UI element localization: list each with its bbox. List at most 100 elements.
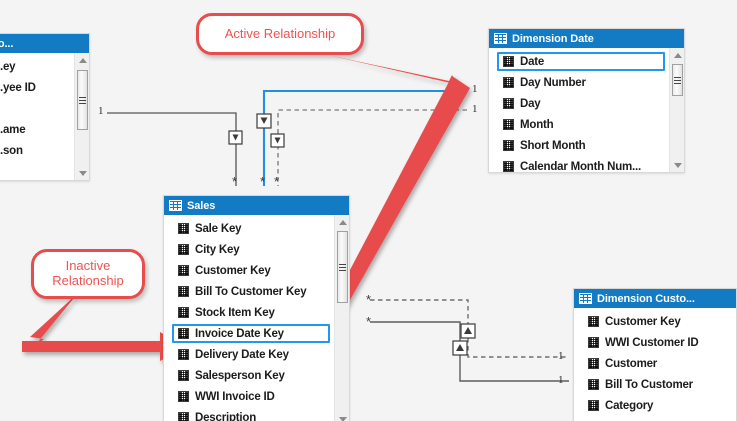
scroll-up-arrow-icon[interactable] bbox=[670, 48, 685, 62]
field-row[interactable]: Bill To Customer bbox=[574, 374, 736, 395]
cross-filter-arrow-icon bbox=[460, 323, 476, 339]
table-grid-icon bbox=[579, 293, 592, 304]
column-icon bbox=[178, 307, 189, 318]
table-card-dimension-customer[interactable]: Dimension Custo... Customer Key WWI Cust… bbox=[573, 288, 737, 421]
red-pointer-arrow-icon bbox=[328, 55, 462, 92]
field-row[interactable]: City Key bbox=[164, 239, 334, 260]
field-row[interactable]: Month bbox=[489, 114, 669, 135]
field-row[interactable]: ...ame bbox=[0, 119, 74, 140]
relationship-sales-date-active[interactable] bbox=[256, 89, 467, 186]
field-list: Customer Key WWI Customer ID Customer Bi… bbox=[574, 308, 736, 421]
table-body: ...ey ...yee ID ...ame ...son bbox=[0, 53, 89, 180]
scroll-up-arrow-icon[interactable] bbox=[75, 53, 90, 67]
cardinality-label-customer-active-one: 1 bbox=[558, 374, 564, 386]
field-label: Date bbox=[520, 55, 545, 68]
scroll-down-arrow-icon[interactable] bbox=[75, 166, 90, 180]
table-card-dimension-date[interactable]: Dimension Date Date Day Number Day M bbox=[488, 28, 685, 173]
table-header[interactable]: Dimension Custo... bbox=[574, 289, 736, 308]
field-label: ...ey bbox=[0, 60, 16, 73]
field-label: Calendar Month Num... bbox=[520, 160, 642, 173]
field-row[interactable]: Calendar Month Num... bbox=[489, 156, 669, 172]
table-card-sales[interactable]: Sales Sale Key City Key Customer Key bbox=[163, 195, 350, 421]
field-label: Short Month bbox=[520, 139, 586, 152]
field-row[interactable]: Day Number bbox=[489, 72, 669, 93]
field-row[interactable] bbox=[0, 98, 74, 119]
field-label: Stock Item Key bbox=[195, 306, 275, 319]
scroll-down-arrow-icon[interactable] bbox=[335, 412, 350, 421]
scrollbar-thumb[interactable] bbox=[77, 70, 88, 130]
table-body: Date Day Number Day Month Short Month bbox=[489, 48, 684, 172]
field-row[interactable]: WWI Invoice ID bbox=[164, 386, 334, 407]
field-label: Sale Key bbox=[195, 222, 242, 235]
scroll-down-arrow-icon[interactable] bbox=[670, 158, 685, 172]
field-row[interactable]: Customer Key bbox=[574, 311, 736, 332]
table-title: ...lo... bbox=[0, 37, 14, 50]
table-header[interactable]: Sales bbox=[164, 196, 349, 215]
column-icon bbox=[503, 56, 514, 67]
field-label: Description bbox=[195, 411, 257, 421]
table-card-dimension-employee[interactable]: ...lo... ...ey ...yee ID ...ame bbox=[0, 33, 90, 181]
vertical-scrollbar[interactable] bbox=[334, 215, 349, 421]
field-row[interactable]: Stock Item Key bbox=[164, 302, 334, 323]
cardinality-label-sales-customer-active-many: * bbox=[366, 314, 372, 329]
field-label: Day Number bbox=[520, 76, 586, 89]
relationship-employee-sales[interactable] bbox=[107, 112, 243, 186]
field-list: ...ey ...yee ID ...ame ...son bbox=[0, 53, 74, 180]
vertical-scrollbar[interactable] bbox=[74, 53, 89, 180]
cross-filter-arrow-icon bbox=[228, 130, 243, 145]
field-row[interactable]: Sale Key bbox=[164, 218, 334, 239]
column-icon bbox=[178, 286, 189, 297]
relationship-sales-date-inactive[interactable] bbox=[270, 109, 467, 186]
table-body: Sale Key City Key Customer Key Bill To C… bbox=[164, 215, 349, 421]
field-row-selected[interactable]: Date bbox=[489, 51, 669, 72]
callout-active-relationship[interactable]: Active Relationship bbox=[196, 13, 364, 55]
table-grid-icon bbox=[494, 33, 507, 44]
field-label: Delivery Date Key bbox=[195, 348, 289, 361]
field-label: WWI Invoice ID bbox=[195, 390, 275, 403]
relationship-sales-customer-inactive[interactable] bbox=[370, 299, 569, 358]
column-icon bbox=[178, 265, 189, 276]
field-row[interactable]: Salesperson Key bbox=[164, 365, 334, 386]
callout-inactive-relationship[interactable]: Inactive Relationship bbox=[31, 249, 145, 299]
field-row[interactable]: Day bbox=[489, 93, 669, 114]
column-icon bbox=[178, 412, 189, 421]
relationship-sales-customer-active[interactable] bbox=[370, 321, 569, 382]
table-header[interactable]: ...lo... bbox=[0, 34, 89, 53]
field-row[interactable]: Customer Key bbox=[164, 260, 334, 281]
cardinality-label-sales-date-inactive-many: * bbox=[274, 174, 280, 189]
field-row[interactable]: Description bbox=[164, 407, 334, 421]
field-label: Bill To Customer Key bbox=[195, 285, 307, 298]
field-list: Date Day Number Day Month Short Month bbox=[489, 48, 669, 172]
scroll-up-arrow-icon[interactable] bbox=[335, 215, 350, 229]
field-label: ...ame bbox=[0, 123, 26, 136]
cardinality-label-date-inactive-one: 1 bbox=[472, 103, 478, 115]
field-label: ...yee ID bbox=[0, 81, 36, 94]
vertical-scrollbar[interactable] bbox=[669, 48, 684, 172]
column-icon bbox=[178, 244, 189, 255]
scrollbar-grip-icon bbox=[674, 76, 681, 84]
field-row-selected[interactable]: Invoice Date Key bbox=[164, 323, 334, 344]
table-header[interactable]: Dimension Date bbox=[489, 29, 684, 48]
column-icon bbox=[503, 119, 514, 130]
field-row[interactable]: Short Month bbox=[489, 135, 669, 156]
field-row[interactable]: WWI Customer ID bbox=[574, 332, 736, 353]
field-row[interactable]: ...ey bbox=[0, 56, 74, 77]
cardinality-label-employee-one: 1 bbox=[98, 105, 104, 117]
field-row[interactable]: Delivery Date Key bbox=[164, 344, 334, 365]
scrollbar-thumb[interactable] bbox=[337, 231, 348, 303]
field-label: Customer Key bbox=[605, 315, 681, 328]
field-label: Customer Key bbox=[195, 264, 271, 277]
field-label: Customer bbox=[605, 357, 658, 370]
field-row[interactable]: Customer bbox=[574, 353, 736, 374]
cross-filter-arrow-icon bbox=[452, 340, 468, 356]
field-row[interactable]: ...yee ID bbox=[0, 77, 74, 98]
field-row[interactable]: ...son bbox=[0, 140, 74, 161]
scrollbar-grip-icon bbox=[79, 96, 86, 104]
field-label: Category bbox=[605, 399, 654, 412]
cardinality-label-sales-date-active-many: * bbox=[260, 174, 266, 189]
field-row[interactable]: Category bbox=[574, 395, 736, 416]
field-row[interactable]: Bill To Customer Key bbox=[164, 281, 334, 302]
red-pointer-arrow-icon bbox=[22, 332, 186, 361]
scrollbar-thumb[interactable] bbox=[672, 64, 683, 96]
